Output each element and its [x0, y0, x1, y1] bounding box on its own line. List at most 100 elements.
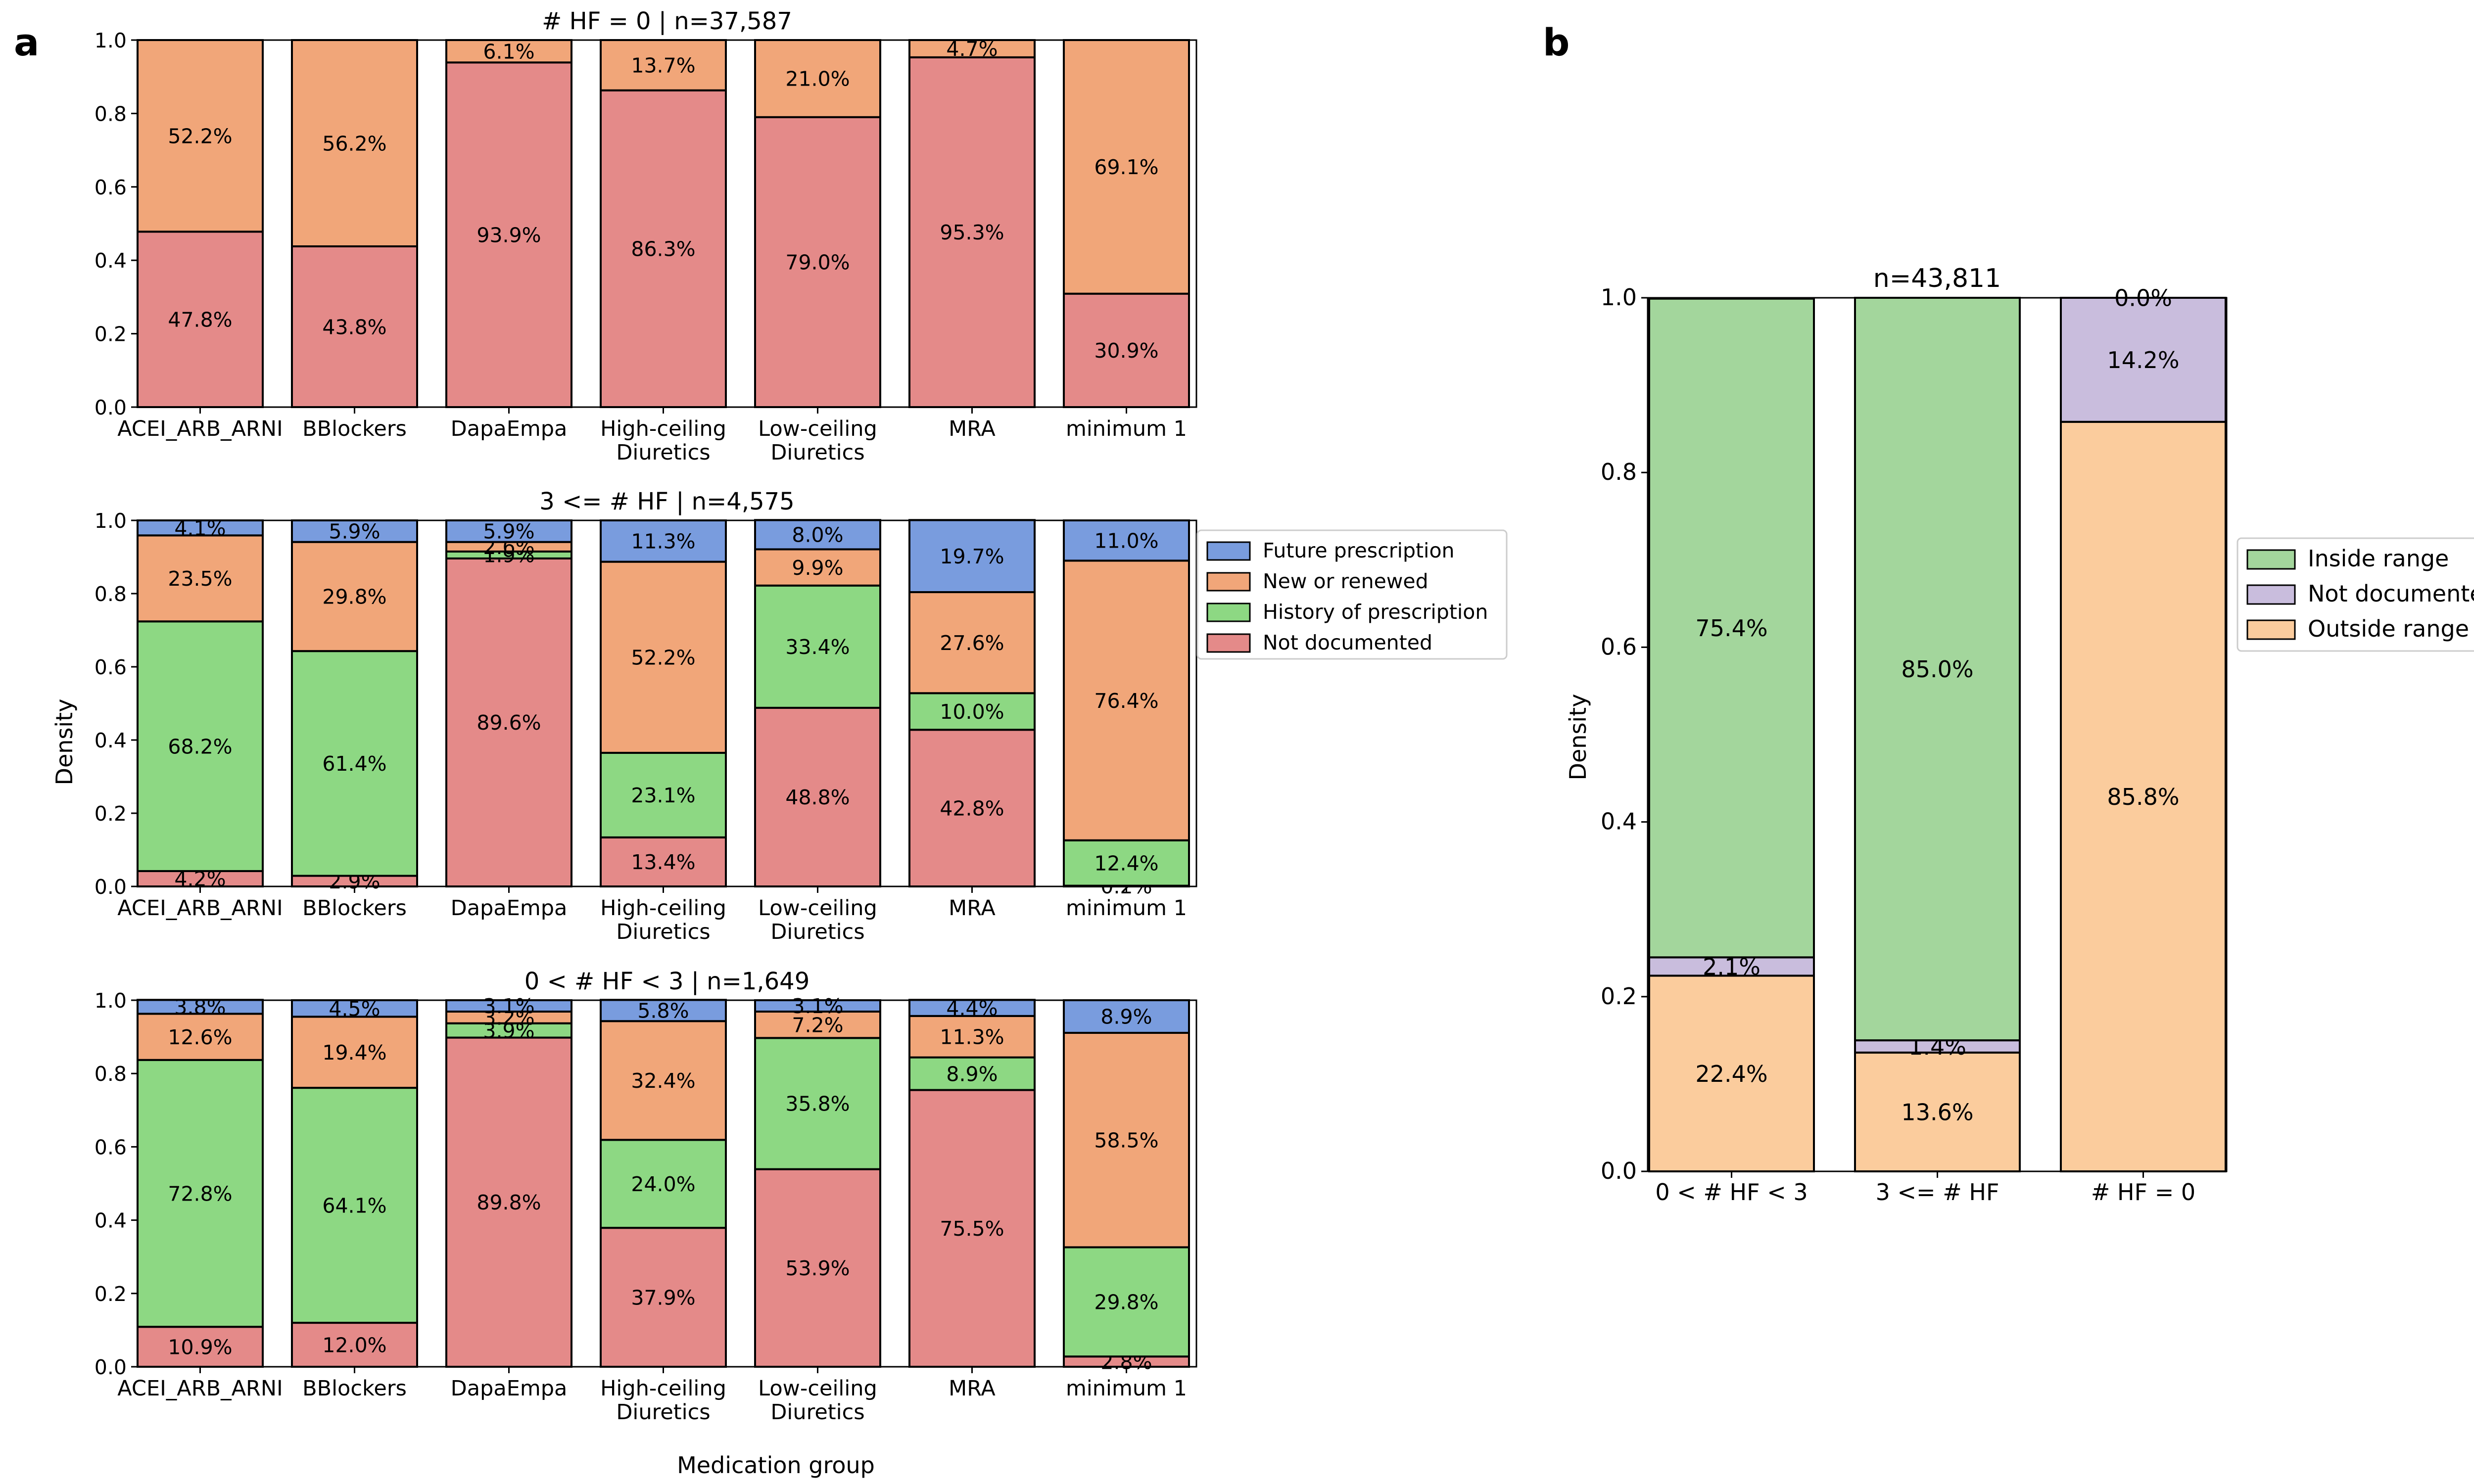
data-label-new-or-renewed-acei-arb-arni: 52.2% [168, 124, 232, 148]
x-tick-label-line: Low-ceiling [758, 896, 877, 921]
bar-new-or-renewed-acei-arb-arni [137, 39, 264, 233]
data-label-new-or-renewed-mra: 11.3% [940, 1025, 1004, 1049]
chart-title: 3 <= # HF | n=4,575 [539, 488, 794, 515]
panel-b-label: b [1543, 20, 1570, 64]
y-tick-label: 0.0 [95, 1355, 127, 1379]
chart-title: # HF = 0 | n=37,587 [542, 7, 792, 35]
y-axis-label-density-b: Density [1565, 694, 1591, 781]
data-label-history-of-prescription-minimum-1: 29.8% [1094, 1291, 1158, 1314]
x-tick-label-dapaempa: DapaEmpa [451, 1376, 568, 1401]
data-label-not-documented-high-ceiling-diuretics: 86.3% [631, 237, 695, 261]
y-tick-label: 0.2 [95, 1282, 127, 1306]
bar-history-of-prescription-bblockers [291, 650, 418, 877]
x-tick-label-mra: MRA [949, 896, 996, 921]
x-tick-label-mra: MRA [949, 1376, 996, 1401]
y-tick-label: 0.8 [95, 102, 127, 126]
data-label-future-prescription-bblockers: 5.9% [329, 520, 380, 544]
bar-not-documented-acei-arb-arni [137, 1326, 264, 1368]
bar-new-or-renewed-dapaempa [445, 39, 572, 64]
data-label-history-of-prescription-minimum-1: 12.4% [1094, 851, 1158, 875]
x-tick-label-line: Diuretics [616, 920, 710, 944]
legend-swatch-history-of-prescription [1206, 603, 1251, 622]
data-label-new-or-renewed-minimum-1: 76.4% [1094, 689, 1158, 713]
data-label-history-of-prescription-high-ceiling-diuretics: 24.0% [631, 1172, 695, 1196]
y-tick-label: 1.0 [95, 989, 127, 1013]
data-label-not-documented-mra: 75.5% [940, 1217, 1004, 1241]
x-tick-label-line: Diuretics [770, 440, 864, 465]
x-tick-label-line: High-ceiling [600, 417, 726, 441]
bar-outside-range-0-hf-3 [1648, 974, 1815, 1173]
data-label-not-documented-dapaempa: 89.6% [476, 711, 541, 735]
x-tick-label-dapaempa: DapaEmpa [451, 417, 568, 441]
x-tick-label-acei-arb-arni: ACEI_ARB_ARNI [117, 896, 283, 921]
bar-future-prescription-mra [908, 999, 1036, 1017]
legend-swatch-future-prescription [1206, 541, 1251, 561]
data-label-new-or-renewed-dapaempa: 6.1% [483, 40, 534, 63]
y-tick-label: 0.8 [95, 582, 127, 606]
data-label-not-documented-low-ceiling-diuretics: 53.9% [785, 1256, 850, 1280]
data-label-not-documented-high-ceiling-diuretics: 13.4% [631, 850, 695, 874]
bar-new-or-renewed-mra [908, 1015, 1036, 1059]
y-tick-label: 1.0 [1601, 284, 1637, 311]
x-tick-label-bblockers: BBlockers [302, 896, 407, 921]
data-label-not-documented-mra: 95.3% [940, 221, 1004, 244]
bar-new-or-renewed-acei-arb-arni [137, 1013, 264, 1061]
y-tick-label: 0.2 [95, 323, 127, 346]
x-tick-label-line: 0 < # HF < 3 [1655, 1179, 1808, 1206]
x-tick-label-line: Low-ceiling [758, 1376, 877, 1401]
data-label-history-of-prescription-acei-arb-arni: 72.8% [168, 1182, 232, 1206]
data-label-new-or-renewed-acei-arb-arni: 12.6% [168, 1025, 232, 1049]
x-tick-label-mra: MRA [949, 417, 996, 441]
bar-future-prescription-low-ceiling-diuretics [754, 519, 881, 551]
data-label-history-of-prescription-bblockers: 64.1% [322, 1194, 386, 1217]
bar-not-documented-high-ceiling-diuretics [600, 1227, 727, 1368]
data-label-new-or-renewed-bblockers: 19.4% [322, 1041, 386, 1065]
data-label-new-or-renewed-low-ceiling-diuretics: 21.0% [785, 67, 850, 91]
axes-frame [1647, 297, 2228, 1172]
bar-not-documented-acei-arb-arni [137, 231, 264, 408]
data-label-history-of-prescription-acei-arb-arni: 68.2% [168, 735, 232, 758]
bar-history-of-prescription-acei-arb-arni [137, 620, 264, 872]
x-tick-label-line: ACEI_ARB_ARNI [117, 896, 283, 921]
x-tick-label-dapaempa: DapaEmpa [451, 896, 568, 921]
data-label-outside-range-3-hf: 13.6% [1901, 1099, 1973, 1125]
x-tick-label-line: ACEI_ARB_ARNI [117, 417, 283, 441]
data-label-new-or-renewed-mra: 4.7% [946, 37, 998, 61]
y-tick-label: 0.2 [95, 802, 127, 826]
bar-inside-range-3-hf [1854, 297, 2021, 1042]
bar-new-or-renewed-minimum-1 [1063, 1031, 1190, 1249]
axes-frame [137, 39, 1197, 408]
legend-label-not-documented: Not documented [1263, 631, 1432, 654]
data-label-new-or-renewed-high-ceiling-diuretics: 13.7% [631, 54, 695, 78]
data-label-outside-range-0-hf-3: 22.4% [1695, 1061, 1767, 1087]
x-tick-label-line: BBlockers [302, 417, 407, 441]
data-label-outside-range-hf-0: 85.8% [2107, 784, 2179, 810]
y-tick-label: 0.6 [1601, 633, 1637, 660]
bar-new-or-renewed-high-ceiling-diuretics [600, 1020, 727, 1141]
data-label-new-or-renewed-minimum-1: 69.1% [1094, 155, 1158, 179]
bar-future-prescription-minimum-1 [1063, 999, 1190, 1034]
y-tick-label: 0.6 [95, 1135, 127, 1159]
bar-outside-range-hf-0 [2060, 420, 2227, 1172]
bar-future-prescription-bblockers [291, 999, 418, 1018]
data-label-new-or-renewed-low-ceiling-diuretics: 7.2% [792, 1013, 843, 1037]
x-tick-label-line: DapaEmpa [451, 1376, 568, 1401]
legend-label-new-or-renewed: New or renewed [1263, 569, 1428, 593]
y-tick-label: 0.6 [95, 176, 127, 199]
x-tick-label-line: BBlockers [302, 1376, 407, 1401]
bar-new-or-renewed-mra [908, 591, 1036, 695]
data-label-future-prescription-high-ceiling-diuretics: 5.8% [637, 999, 689, 1023]
data-label-future-prescription-low-ceiling-diuretics: 3.1% [792, 994, 843, 1018]
legend-swatch-not-documented [2246, 584, 2296, 605]
bar-not-documented-low-ceiling-diuretics [754, 706, 881, 887]
bar-new-or-renewed-low-ceiling-diuretics [754, 1010, 881, 1039]
y-tick-label: 0.0 [95, 396, 127, 419]
bar-new-or-renewed-bblockers [291, 541, 418, 652]
data-label-future-prescription-high-ceiling-diuretics: 11.3% [631, 530, 695, 554]
data-label-future-prescription-dapaempa: 5.9% [483, 520, 534, 544]
